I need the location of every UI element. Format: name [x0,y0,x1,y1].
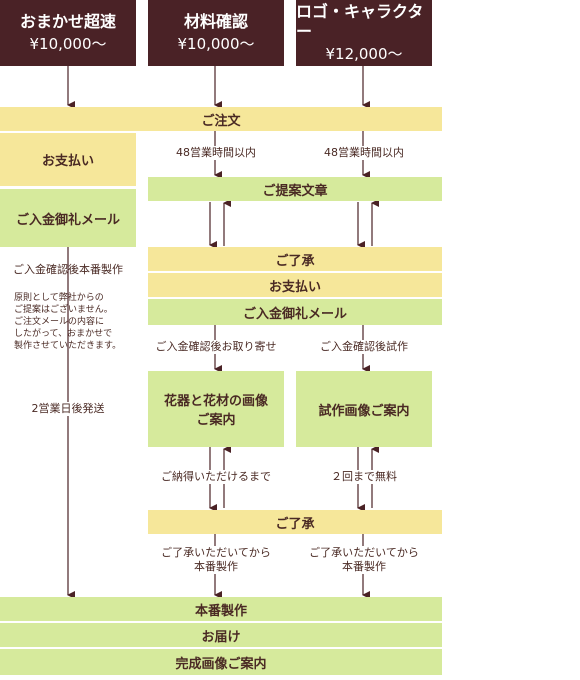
omakase-note: 原則として弊社からの ご提案はございません。 ご注文メールの内容に したがって、… [14,292,154,352]
after-approval-b: ご了承いただいてから 本番製作 [290,546,438,574]
plan-box-logo: ロゴ・キャラクター ¥12,000〜 [296,0,432,66]
thanks-left-box: ご入金御礼メール [0,189,136,247]
approval-bar-1: ご了承 [148,247,442,271]
confirm-order-text: ご入金確認後お取り寄せ [140,340,292,354]
after-approval-line: ご了承いただいてから [290,546,438,560]
note-line: 原則として弊社からの [14,293,104,303]
final-image-bar: 完成画像ご案内 [0,649,442,675]
twice-free-text: ２回まで無料 [296,470,432,484]
after-approval-line: 本番製作 [194,560,238,574]
order-bar: ご注文 [0,107,442,131]
after-approval-a: ご了承いただいてから 本番製作 [140,546,292,574]
flower-box-line: ご案内 [196,413,236,428]
flower-image-box: 花器と花材の画像 ご案内 [148,371,284,447]
until-satisfied-text: ご納得いただけるまで [140,470,292,484]
note-line: 製作させていただきます。 [14,341,122,351]
plan-price: ¥12,000〜 [325,45,403,63]
plan-title: 材料確認 [183,12,248,31]
plan-title: ロゴ・キャラクター [296,2,424,41]
note-line: ご提案はございません。 [14,305,113,315]
trial-image-box: 試作画像ご案内 [296,371,432,447]
flower-box-line: 花器と花材の画像 [163,394,268,409]
ship-text: 2営業日後発送 [0,402,136,416]
thanks-bar-2: ご入金御礼メール [148,299,442,325]
delivery-bar: お届け [0,623,442,647]
approval-bar-2: ご了承 [148,510,442,534]
note-line: したがって、おまかせで [14,329,113,339]
hours-text-b: 48営業時間以内 [296,146,432,160]
after-approval-line: 本番製作 [342,560,386,574]
confirm-trial-text: ご入金確認後試作 [296,340,432,354]
after-approval-line: ご了承いただいてから [140,546,292,560]
hours-text-a: 48営業時間以内 [148,146,284,160]
production-bar: 本番製作 [0,597,442,621]
plan-box-omakase: おまかせ超速 ¥10,000〜 [0,0,136,66]
plan-price: ¥10,000〜 [177,35,255,53]
plan-price: ¥10,000〜 [29,35,107,53]
payment-bar-2: お支払い [148,273,442,297]
payment-left-box: お支払い [0,133,136,186]
plan-box-material: 材料確認 ¥10,000〜 [148,0,284,66]
confirm-production-text: ご入金確認後本番製作 [13,263,123,276]
note-line: ご注文メールの内容に [14,317,105,327]
plan-title: おまかせ超速 [19,12,116,31]
proposal-bar: ご提案文章 [148,177,442,201]
